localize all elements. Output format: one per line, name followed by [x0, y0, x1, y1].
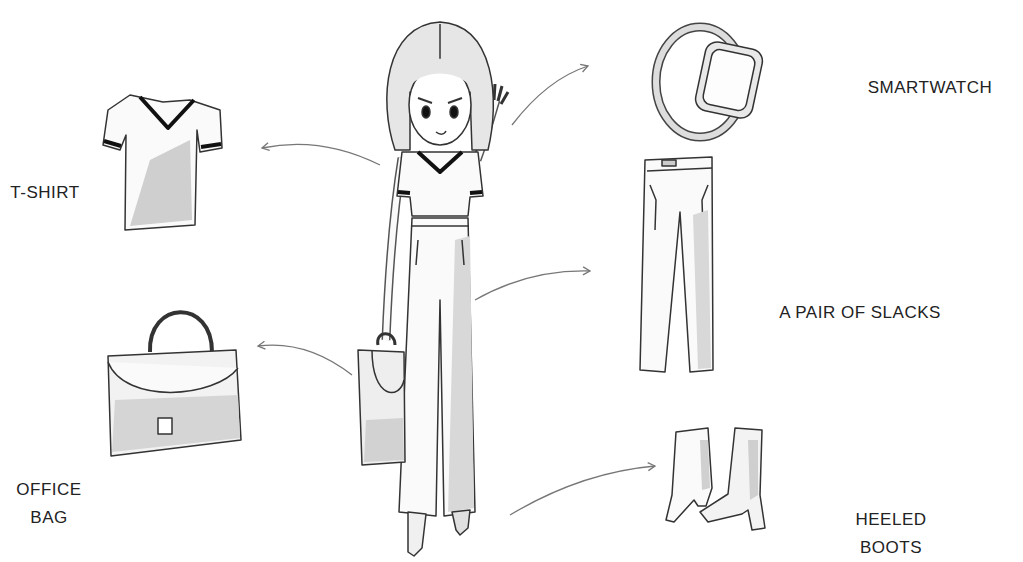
office-bag-drawing [108, 312, 241, 456]
item-label: OFFICE BAG [8, 476, 90, 532]
smartwatch-drawing [656, 27, 765, 137]
item-label: HEELED BOOTS [850, 506, 932, 562]
item-label: SMARTWATCH [845, 74, 1015, 102]
item-label: A PAIR OF SLACKS [755, 299, 965, 327]
t-shirt-drawing [103, 95, 222, 230]
pointer-arrows [258, 66, 655, 515]
woman-figure [358, 22, 508, 556]
slacks-drawing [640, 157, 713, 372]
item-label: T-SHIRT [0, 179, 90, 207]
heeled-boots-drawing [666, 428, 765, 530]
